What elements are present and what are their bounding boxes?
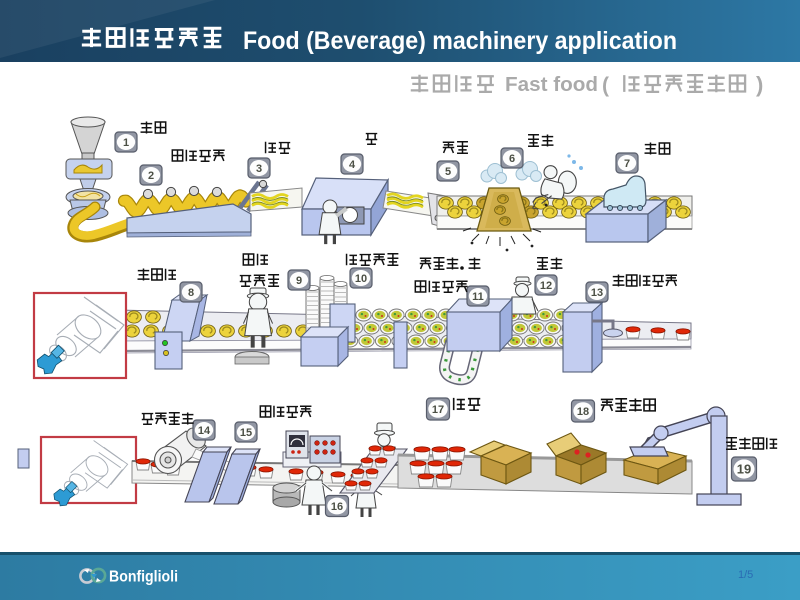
svg-text:12: 12 (540, 280, 552, 292)
svg-text:14: 14 (198, 425, 211, 437)
svg-text:): ) (756, 72, 763, 97)
svg-text:(: ( (602, 74, 609, 97)
svg-text:19: 19 (737, 462, 751, 477)
svg-text:11: 11 (472, 291, 484, 303)
svg-text:3: 3 (256, 163, 262, 175)
svg-text:1: 1 (123, 137, 129, 149)
svg-text:4: 4 (349, 159, 356, 171)
svg-text:18: 18 (577, 406, 589, 418)
svg-text:Food (Beverage) machinery appl: Food (Beverage) machinery application (243, 27, 677, 55)
svg-text:13: 13 (591, 287, 603, 299)
svg-text:15: 15 (240, 427, 252, 439)
svg-text:16: 16 (331, 501, 343, 513)
svg-text:Fast food: Fast food (505, 74, 598, 96)
svg-text:Bonfiglioli: Bonfiglioli (109, 569, 178, 586)
svg-text:5: 5 (445, 166, 451, 178)
svg-text:10: 10 (355, 273, 367, 285)
svg-text:7: 7 (624, 158, 630, 170)
svg-text:1/5: 1/5 (738, 569, 753, 581)
svg-text:6: 6 (509, 153, 515, 165)
svg-text:9: 9 (296, 275, 302, 287)
svg-text:8: 8 (188, 287, 194, 299)
svg-text:2: 2 (148, 170, 154, 182)
svg-text:17: 17 (432, 404, 444, 416)
